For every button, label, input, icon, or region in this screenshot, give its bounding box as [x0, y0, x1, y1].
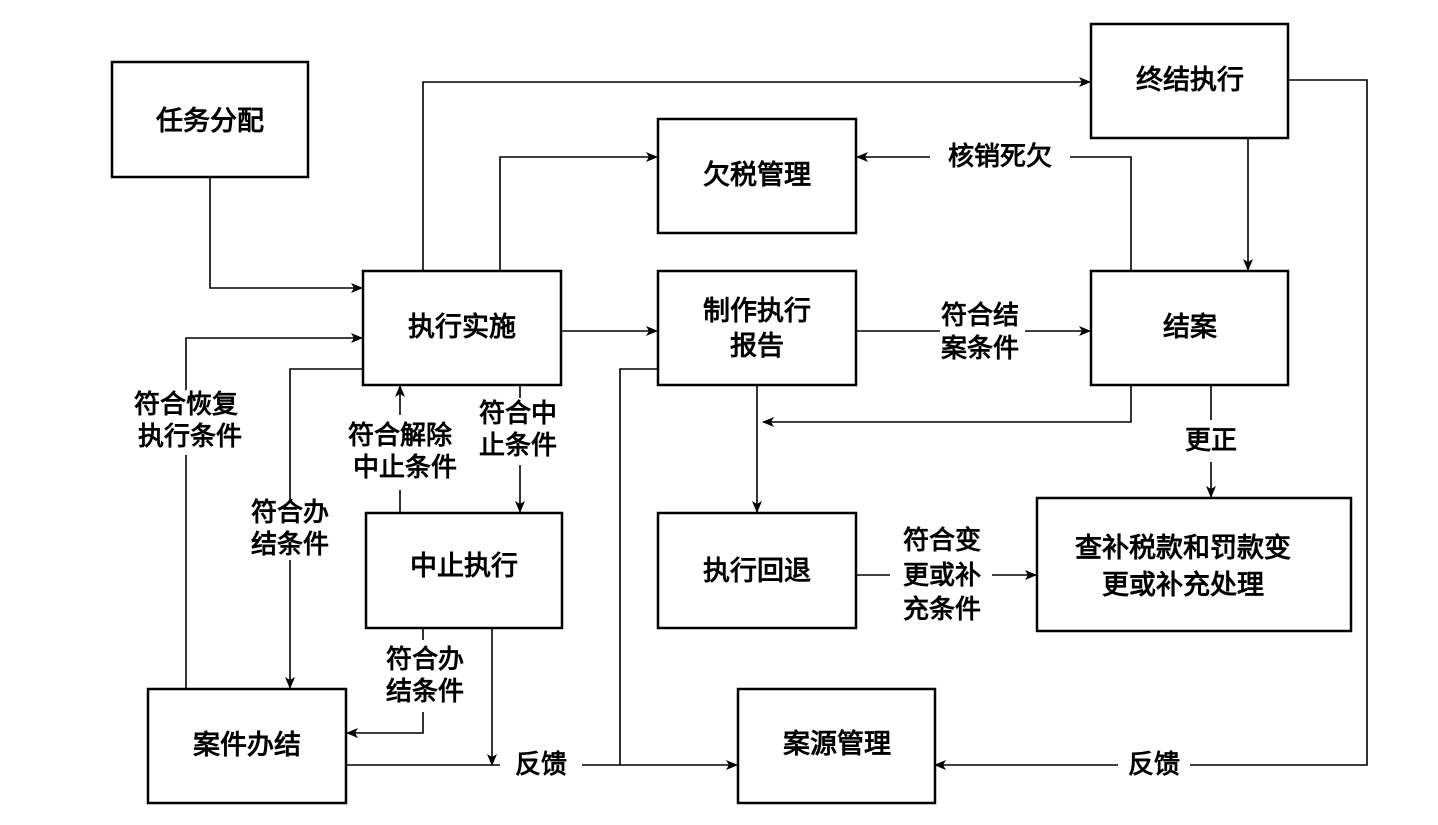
- node-zhongzhi-zhixing: 中止执行: [364, 511, 564, 630]
- svg-text:案源管理: 案源管理: [782, 728, 891, 760]
- svg-text:更或补: 更或补: [903, 561, 981, 591]
- label-fankui-2: 反馈: [1128, 750, 1180, 780]
- node-chabu-chuli: 查补税款和罚款变 更或补充处理: [1035, 496, 1353, 633]
- svg-text:结条件: 结条件: [386, 677, 464, 707]
- arrow-shishi-to-qianshui: [499, 152, 658, 270]
- svg-text:反馈: 反馈: [515, 750, 567, 780]
- arrow-baogao-to-anyuan: [619, 368, 657, 765]
- label-fuhe-jiean-2: 案条件: [940, 333, 1019, 364]
- arrow-zhongjie-to-anyuan: [1190, 79, 1368, 766]
- node-jiean: 结案: [1089, 269, 1290, 387]
- node-anjian-banjie: 案件办结: [146, 687, 348, 805]
- node-jiean-line: 结案: [1163, 311, 1218, 343]
- label-gengzheng: 更正: [1185, 426, 1237, 456]
- node-zhizuo-baogao-line-1: 制作执行: [703, 295, 811, 327]
- svg-text:符合恢复: 符合恢复: [134, 389, 239, 420]
- label-fuhe-jiechu-2: 中止条件: [353, 453, 457, 483]
- arrow-shishi-to-zhongjie: [422, 77, 1091, 270]
- label-fuhe-biangeng-3: 充条件: [903, 594, 981, 625]
- svg-text:符合变: 符合变: [903, 525, 981, 556]
- svg-text:终结执行: 终结执行: [1136, 64, 1244, 96]
- svg-text:止条件: 止条件: [479, 431, 557, 461]
- label-fuhe-biangeng-2: 更或补: [903, 561, 981, 591]
- node-chabu-chuli-line-1: 查补税款和罚款变: [1075, 532, 1291, 564]
- svg-text:执行实施: 执行实施: [408, 311, 516, 343]
- node-qianshui-guanli: 欠税管理: [656, 117, 858, 235]
- arrow-jiean-to-qianshui: [1070, 156, 1132, 270]
- label-fuhe-banjie-2a: 符合办: [386, 644, 464, 675]
- svg-text:查补税款和罚款变: 查补税款和罚款变: [1075, 532, 1291, 564]
- label-fuhe-banjie-2b: 结条件: [386, 677, 464, 707]
- svg-text:执行回退: 执行回退: [703, 555, 811, 587]
- connectors: [185, 77, 1368, 770]
- svg-text:执行条件: 执行条件: [138, 421, 242, 452]
- svg-text:结条件: 结条件: [251, 530, 329, 560]
- node-zhizuo-baogao: 制作执行 报告: [656, 269, 858, 387]
- label-fuhe-huifu-1: 符合恢复: [134, 389, 239, 420]
- label-fuhe-jiechu-1: 符合解除: [348, 420, 453, 451]
- label-fuhe-zhongzhi-1: 符合中: [479, 398, 557, 429]
- svg-text:欠税管理: 欠税管理: [703, 159, 811, 191]
- arrow-renwu-to-shishi: [209, 177, 363, 293]
- label-fuhe-huifu-2: 执行条件: [138, 421, 242, 452]
- svg-text:中止条件: 中止条件: [353, 453, 457, 483]
- arrow-shishi-to-anjian: [289, 368, 362, 500]
- svg-text:符合解除: 符合解除: [348, 420, 453, 451]
- label-fuhe-banjie-1b: 结条件: [251, 530, 329, 560]
- node-anyuan-guanli-line: 案源管理: [782, 728, 891, 760]
- node-anyuan-guanli: 案源管理: [736, 687, 937, 805]
- node-renwu-fenpei-line: 任务分配: [155, 106, 264, 137]
- node-zhongjie-zhixing-line: 终结执行: [1136, 64, 1244, 96]
- node-zhongjie-zhixing: 终结执行: [1089, 22, 1290, 140]
- svg-text:充条件: 充条件: [903, 594, 981, 625]
- node-zhixing-huitui: 执行回退: [656, 511, 858, 630]
- svg-text:报告: 报告: [730, 331, 784, 362]
- node-zhixing-huitui-line: 执行回退: [703, 555, 811, 587]
- node-renwu-fenpei: 任务分配: [110, 60, 310, 179]
- svg-text:符合办: 符合办: [386, 644, 464, 675]
- node-qianshui-guanli-line: 欠税管理: [703, 159, 811, 191]
- node-zhixing-shishi: 执行实施: [361, 269, 563, 387]
- svg-text:案条件: 案条件: [940, 333, 1019, 364]
- label-fankui-1: 反馈: [515, 750, 567, 780]
- label-fuhe-jiean-1: 符合结: [941, 300, 1019, 331]
- svg-text:更正: 更正: [1185, 426, 1237, 456]
- label-fuhe-banjie-1a: 符合办: [251, 497, 329, 528]
- svg-text:符合中: 符合中: [479, 398, 557, 429]
- svg-text:任务分配: 任务分配: [155, 106, 264, 137]
- arrow-jiean-to-huitui-merge: [762, 385, 1132, 427]
- svg-text:核销死欠: 核销死欠: [948, 141, 1052, 172]
- label-fuhe-zhongzhi-2: 止条件: [479, 431, 557, 461]
- label-fuhe-biangeng-1: 符合变: [903, 525, 981, 556]
- svg-text:结案: 结案: [1163, 311, 1218, 343]
- svg-text:中止执行: 中止执行: [410, 550, 518, 582]
- edge-labels: 核销死欠 符合结 案条件 符合恢复 执行条件 符合解除 中止条件 符合中 止条件…: [134, 141, 1237, 780]
- svg-text:符合办: 符合办: [251, 497, 329, 528]
- node-zhizuo-baogao-line-2: 报告: [730, 331, 784, 362]
- svg-text:反馈: 反馈: [1128, 750, 1180, 780]
- node-chabu-chuli-line-2: 更或补充处理: [1102, 569, 1264, 601]
- svg-text:符合结: 符合结: [941, 300, 1019, 331]
- svg-text:制作执行: 制作执行: [703, 295, 811, 327]
- svg-text:更或补充处理: 更或补充处理: [1102, 569, 1264, 601]
- node-anjian-banjie-line: 案件办结: [192, 729, 301, 761]
- node-zhongzhi-zhixing-line: 中止执行: [410, 550, 518, 582]
- svg-text:案件办结: 案件办结: [192, 729, 301, 761]
- label-hexiao-siqian: 核销死欠: [948, 141, 1052, 172]
- node-zhixing-shishi-line: 执行实施: [408, 311, 516, 343]
